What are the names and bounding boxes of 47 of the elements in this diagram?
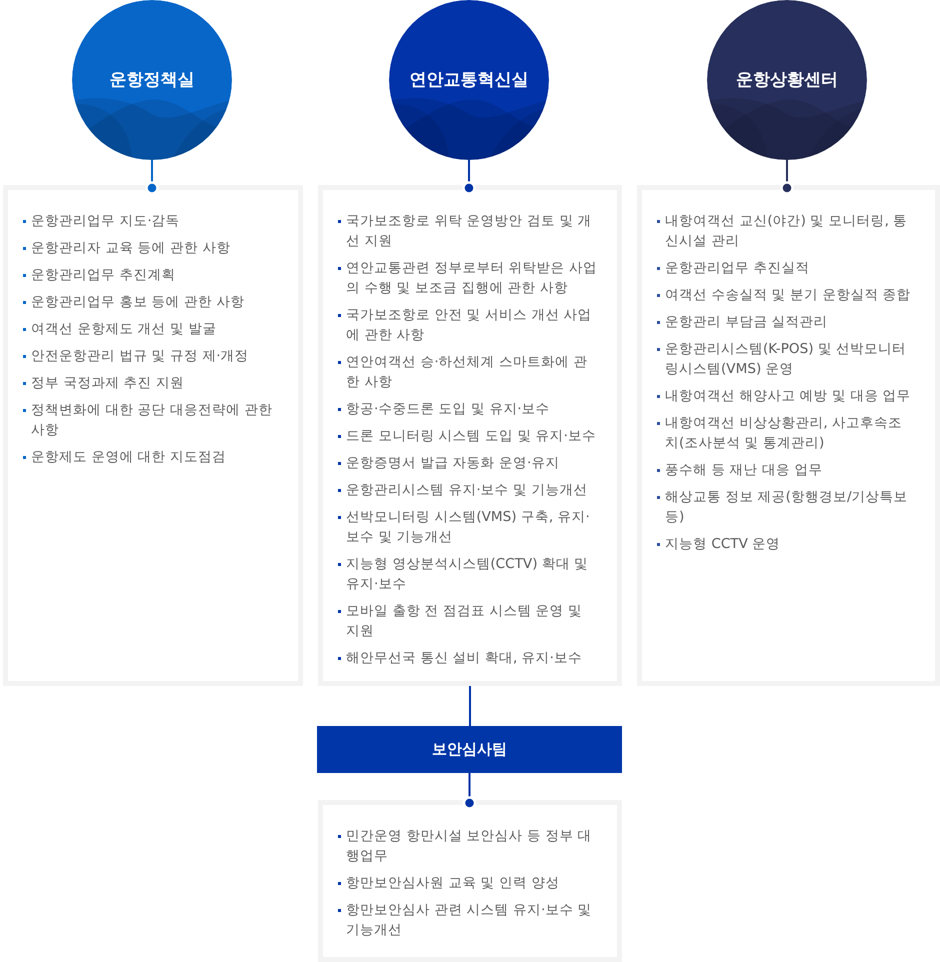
heading-bar: 보안심사팀 — [317, 726, 622, 773]
list-item: 선박모니터링 시스템(VMS) 구축, 유지·보수 및 기능개선 — [346, 508, 591, 547]
list-item: 운항관리업무 추진실적 — [665, 259, 810, 278]
list-item: 안전운항관리 법규 및 규정 제·개정 — [31, 347, 250, 366]
list-item: 항만보안심사 관련 시스템 유지·보수 및 기능개선 — [346, 901, 593, 940]
circle-title: 연안교통혁신실 — [408, 69, 530, 91]
list-item: 운항관리업무 홍보 등에 관한 사항 — [31, 293, 246, 312]
circle-title: 운항상황센터 — [735, 69, 839, 91]
list-item: 운항증명서 발급 자동화 운영·유지 — [346, 454, 560, 473]
list-item: 내항여객선 해양사고 예방 및 대응 업무 — [665, 387, 912, 406]
connector — [145, 160, 159, 195]
list-box — [637, 185, 940, 686]
list-item: 항만보안심사원 교육 및 인력 양성 — [346, 874, 560, 893]
list-item: 지능형 CCTV 운영 — [665, 535, 782, 554]
connector — [780, 160, 794, 195]
list-box — [318, 800, 622, 962]
list-item: 국가보조항로 위탁 운영방안 검토 및 개선 지원 — [346, 212, 593, 251]
list-item: 운항관리자 교육 등에 관한 사항 — [31, 239, 232, 258]
list-item: 국가보조항로 안전 및 서비스 개선 사업에 관한 사항 — [346, 306, 593, 345]
list-item: 해안무선국 통신 설비 확대, 유지·보수 — [346, 649, 583, 668]
list-item: 해상교통 정보 제공(항행경보/기상특보 등) — [665, 488, 909, 527]
list-item: 내항여객선 비상상황관리, 사고후속조치(조사분석 및 통계관리) — [665, 414, 903, 453]
list-item: 운항관리시스템 유지·보수 및 기능개선 — [346, 481, 588, 500]
list-item: 운항관리업무 지도·감독 — [31, 212, 181, 231]
list-item: 풍수해 등 재난 대응 업무 — [665, 461, 824, 480]
list-item: 항공·수중드론 도입 및 유지·보수 — [346, 400, 551, 419]
list-item: 정부 국정과제 추진 지원 — [31, 374, 185, 393]
list-item: 내항여객선 교신(야간) 및 모니터링, 통신시설 관리 — [665, 212, 908, 251]
list-item: 여객선 수송실적 및 분기 운항실적 종합 — [665, 286, 912, 305]
connector — [469, 686, 471, 726]
connector — [462, 160, 476, 195]
list-item: 정책변화에 대한 공단 대응전략에 관한 사항 — [31, 401, 274, 440]
list-item: 운항관리업무 추진계획 — [31, 266, 176, 285]
list-item: 지능형 영상분석시스템(CCTV) 확대 및 유지·보수 — [346, 555, 590, 594]
list-item: 민간운영 항만시설 보안심사 등 정부 대행업무 — [346, 827, 593, 866]
list-box — [318, 185, 622, 686]
list-item: 여객선 운항제도 개선 및 발굴 — [31, 320, 218, 339]
list-item: 모바일 출항 전 점검표 시스템 운영 및 지원 — [346, 602, 583, 641]
list-item: 운항제도 운영에 대한 지도점검 — [31, 448, 227, 467]
list-item: 연안교통관련 정부로부터 위탁받은 사업의 수행 및 보조금 집행에 관한 사항 — [346, 259, 597, 298]
list-item: 드론 모니터링 시스템 도입 및 유지·보수 — [346, 427, 597, 446]
list-item: 운항관리시스템(K-POS) 및 선박모니터링시스템(VMS) 운영 — [665, 340, 908, 379]
list-box — [3, 185, 303, 686]
connector — [462, 773, 476, 810]
circle-title: 운항정책실 — [108, 69, 196, 91]
list-item: 연안여객선 승·하선체계 스마트화에 관한 사항 — [346, 353, 588, 392]
list-item: 운항관리 부담금 실적관리 — [665, 313, 829, 332]
